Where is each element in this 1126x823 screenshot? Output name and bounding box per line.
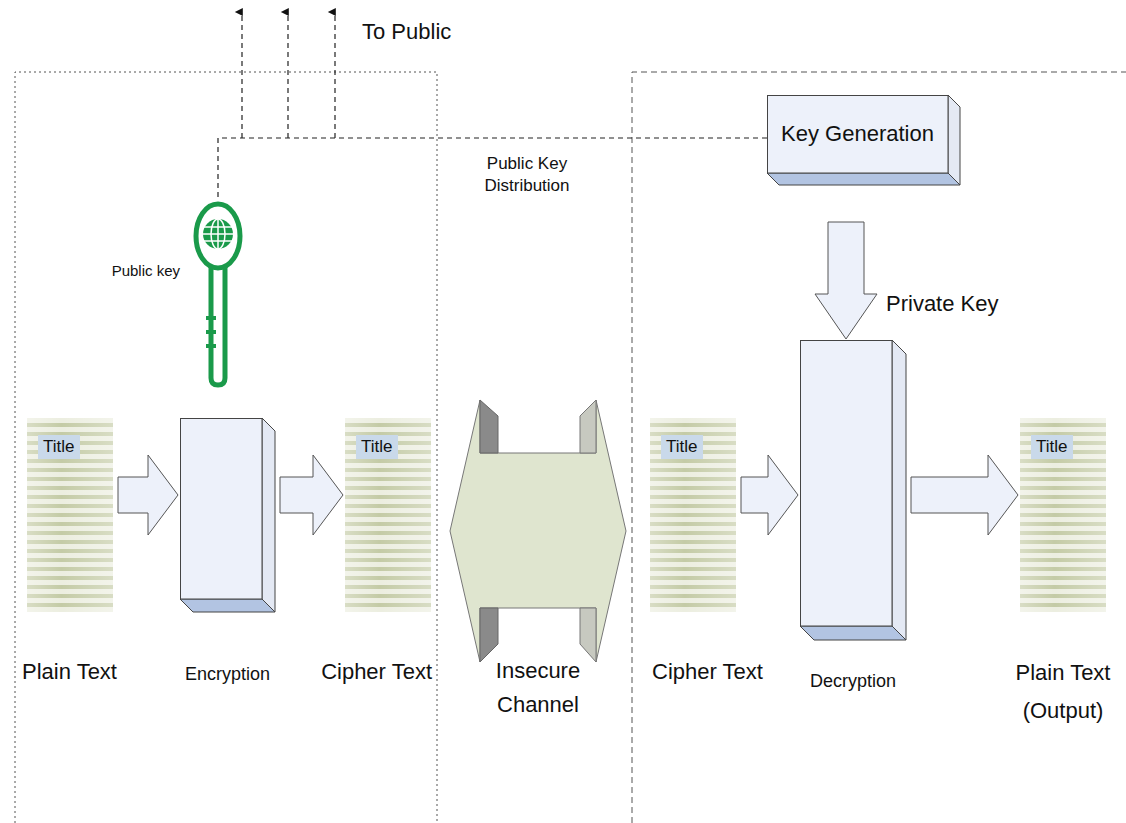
document: TitlePlain Text (Output)	[1020, 418, 1106, 612]
document-title: Title	[1031, 435, 1073, 459]
encryption-box: Encryption	[180, 418, 275, 612]
box-bottom	[180, 599, 275, 612]
caption-text: Insecure Channel	[478, 654, 598, 722]
box-3d-shape	[180, 418, 275, 612]
block-arrow	[118, 455, 178, 535]
dashed-connector	[218, 138, 767, 200]
distribution-label: Public Key Distribution	[472, 153, 582, 197]
key-label: Public key	[112, 262, 180, 279]
key-shaft	[211, 266, 225, 385]
block-arrow	[815, 222, 877, 339]
edge-label: Private Key	[884, 290, 1001, 319]
box-front	[181, 419, 263, 600]
up-arrow	[287, 12, 288, 138]
key-generation-box: Key Generation	[767, 95, 960, 185]
double-arrow-shape	[448, 398, 628, 664]
key-symbol	[192, 200, 244, 388]
public-key-icon: Public key	[192, 200, 244, 388]
up-arrow	[241, 12, 242, 138]
key-tooth	[206, 344, 216, 348]
caption-text: Cipher Text	[321, 656, 432, 688]
caption-text: Encryption	[185, 661, 270, 687]
document: TitleCipher Text	[345, 418, 431, 612]
document-title: Title	[356, 435, 398, 459]
decryption-box: Decryption	[800, 340, 906, 640]
document: TitlePlain Text	[27, 418, 113, 612]
to-public-label: To Public	[362, 18, 451, 47]
block-arrow	[741, 455, 798, 535]
document: TitleCipher Text	[650, 418, 736, 612]
box-bottom	[767, 173, 960, 185]
sender-region	[15, 72, 437, 823]
box-front	[801, 341, 893, 627]
globe-line	[217, 219, 219, 249]
box-front	[768, 96, 949, 174]
receiver-region	[632, 72, 1126, 823]
box-side	[262, 418, 275, 612]
channel-flap	[580, 400, 596, 453]
box-side	[892, 340, 906, 640]
box-face: Key Generation	[767, 95, 948, 173]
box-side	[948, 95, 960, 185]
document-title: Title	[661, 435, 703, 459]
box-label: Key Generation	[781, 121, 934, 147]
up-arrow	[334, 12, 335, 138]
box-bottom	[800, 626, 906, 640]
insecure-channel: Insecure Channel	[448, 398, 628, 664]
globe-line	[211, 219, 225, 249]
caption-text: Decryption	[810, 668, 896, 694]
to-public-arrows	[242, 12, 335, 138]
block-arrow	[280, 455, 343, 535]
caption-text: Plain Text (Output)	[1004, 654, 1122, 730]
box-3d-shape	[800, 340, 906, 640]
key-bow	[196, 204, 240, 268]
channel-body	[450, 400, 626, 662]
caption-text: Cipher Text	[652, 656, 763, 688]
channel-flap	[580, 608, 596, 662]
channel-flap	[480, 608, 498, 662]
caption-text: Plain Text	[22, 656, 117, 688]
key-tooth	[206, 330, 216, 334]
document-title: Title	[38, 435, 80, 459]
key-globe	[203, 219, 233, 249]
key-tooth	[206, 316, 216, 320]
channel-flap	[480, 400, 498, 453]
block-arrow	[911, 455, 1018, 535]
